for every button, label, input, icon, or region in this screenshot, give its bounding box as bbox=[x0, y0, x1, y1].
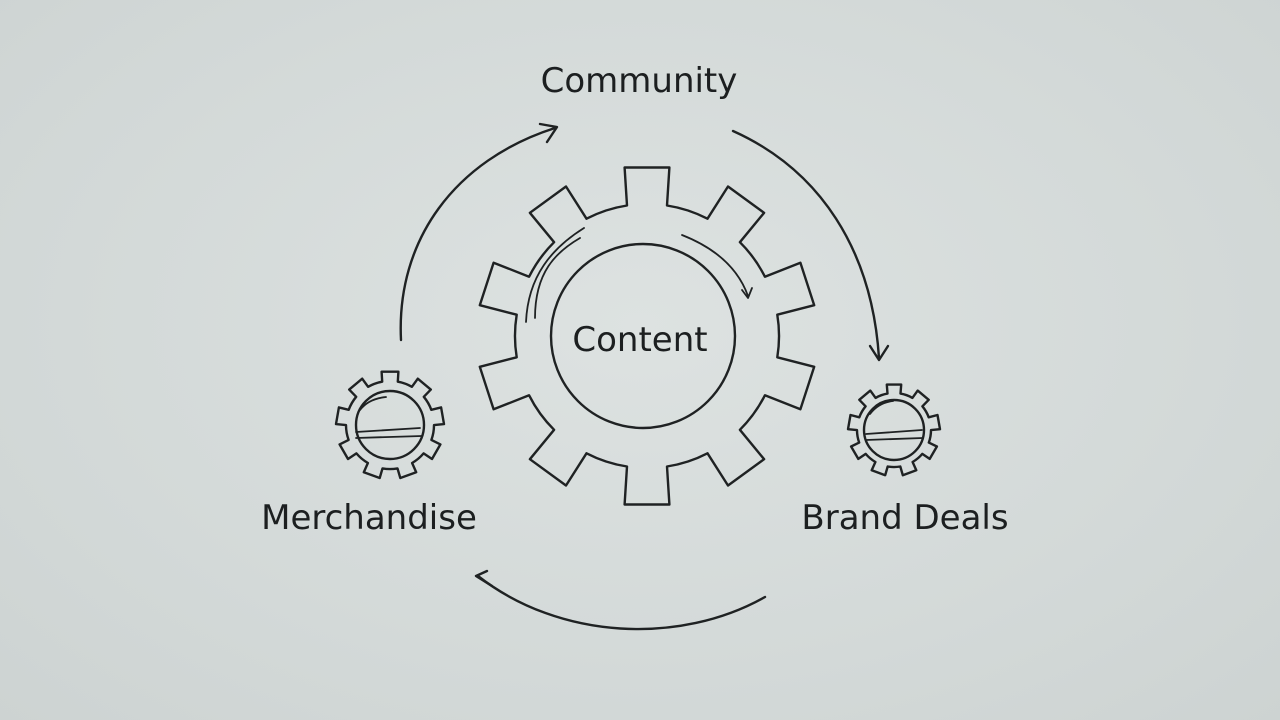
node-label-brand-deals: Brand Deals bbox=[801, 498, 1008, 538]
arrow-community-to-brand-deals bbox=[731, 129, 890, 362]
content-gear-icon bbox=[478, 166, 816, 506]
merchandise-gear-icon bbox=[334, 370, 446, 480]
brand-deals-gear-icon bbox=[846, 383, 942, 477]
node-label-community: Community bbox=[541, 61, 738, 101]
node-label-content: Content bbox=[572, 320, 707, 360]
content-hub-circle bbox=[549, 242, 737, 430]
node-label-merchandise: Merchandise bbox=[261, 498, 477, 538]
arrow-brand-deals-to-merchandise bbox=[474, 569, 767, 631]
arrow-merchandise-to-community bbox=[399, 122, 559, 342]
